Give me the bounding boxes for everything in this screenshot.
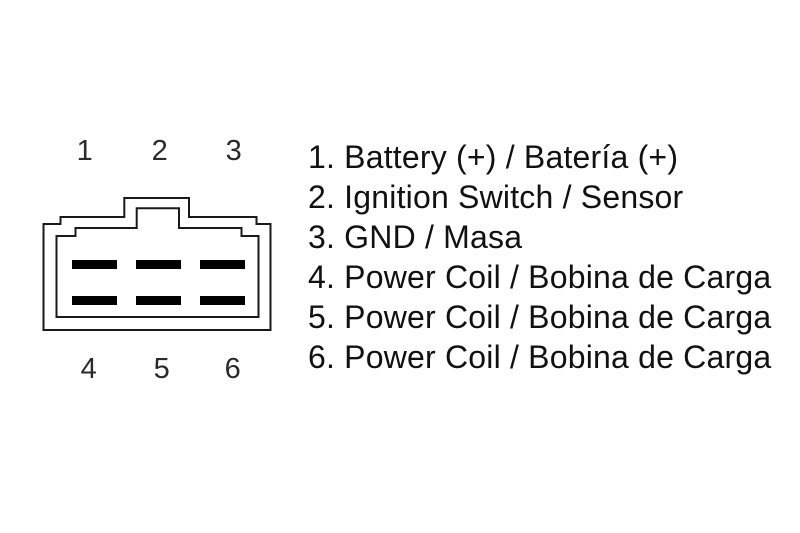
pin-number-label-1: 1: [76, 135, 94, 167]
pin-number-label-5: 5: [153, 353, 171, 385]
pin-number-label-3: 3: [225, 135, 243, 167]
pin-slot-1: [72, 260, 117, 269]
pin-slot-2: [136, 260, 181, 269]
connector-figure: 1 2 3 4 5 6: [0, 0, 300, 533]
pin-number-label-4: 4: [80, 353, 98, 385]
legend-item-4: 4. Power Coil / Bobina de Carga: [308, 259, 772, 295]
legend-item-6: 6. Power Coil / Bobina de Carga: [308, 339, 772, 375]
connector-diagram: [42, 197, 272, 331]
pin-slot-4: [72, 296, 117, 305]
pin-slot-3: [200, 260, 245, 269]
pin-slot-5: [136, 296, 181, 305]
connector-outer-shell: [42, 197, 272, 331]
legend-item-5: 5. Power Coil / Bobina de Carga: [308, 299, 772, 335]
legend-item-1: 1. Battery (+) / Batería (+): [308, 139, 679, 175]
pinout-legend: 1. Battery (+) / Batería (+) 2. Ignition…: [308, 137, 800, 377]
connector-inner-shell: [55, 207, 260, 318]
pin-slot-6: [200, 296, 245, 305]
legend-item-2: 2. Ignition Switch / Sensor: [308, 179, 684, 215]
pin-number-label-2: 2: [151, 135, 169, 167]
pin-number-label-6: 6: [224, 353, 242, 385]
legend-item-3: 3. GND / Masa: [308, 219, 523, 255]
